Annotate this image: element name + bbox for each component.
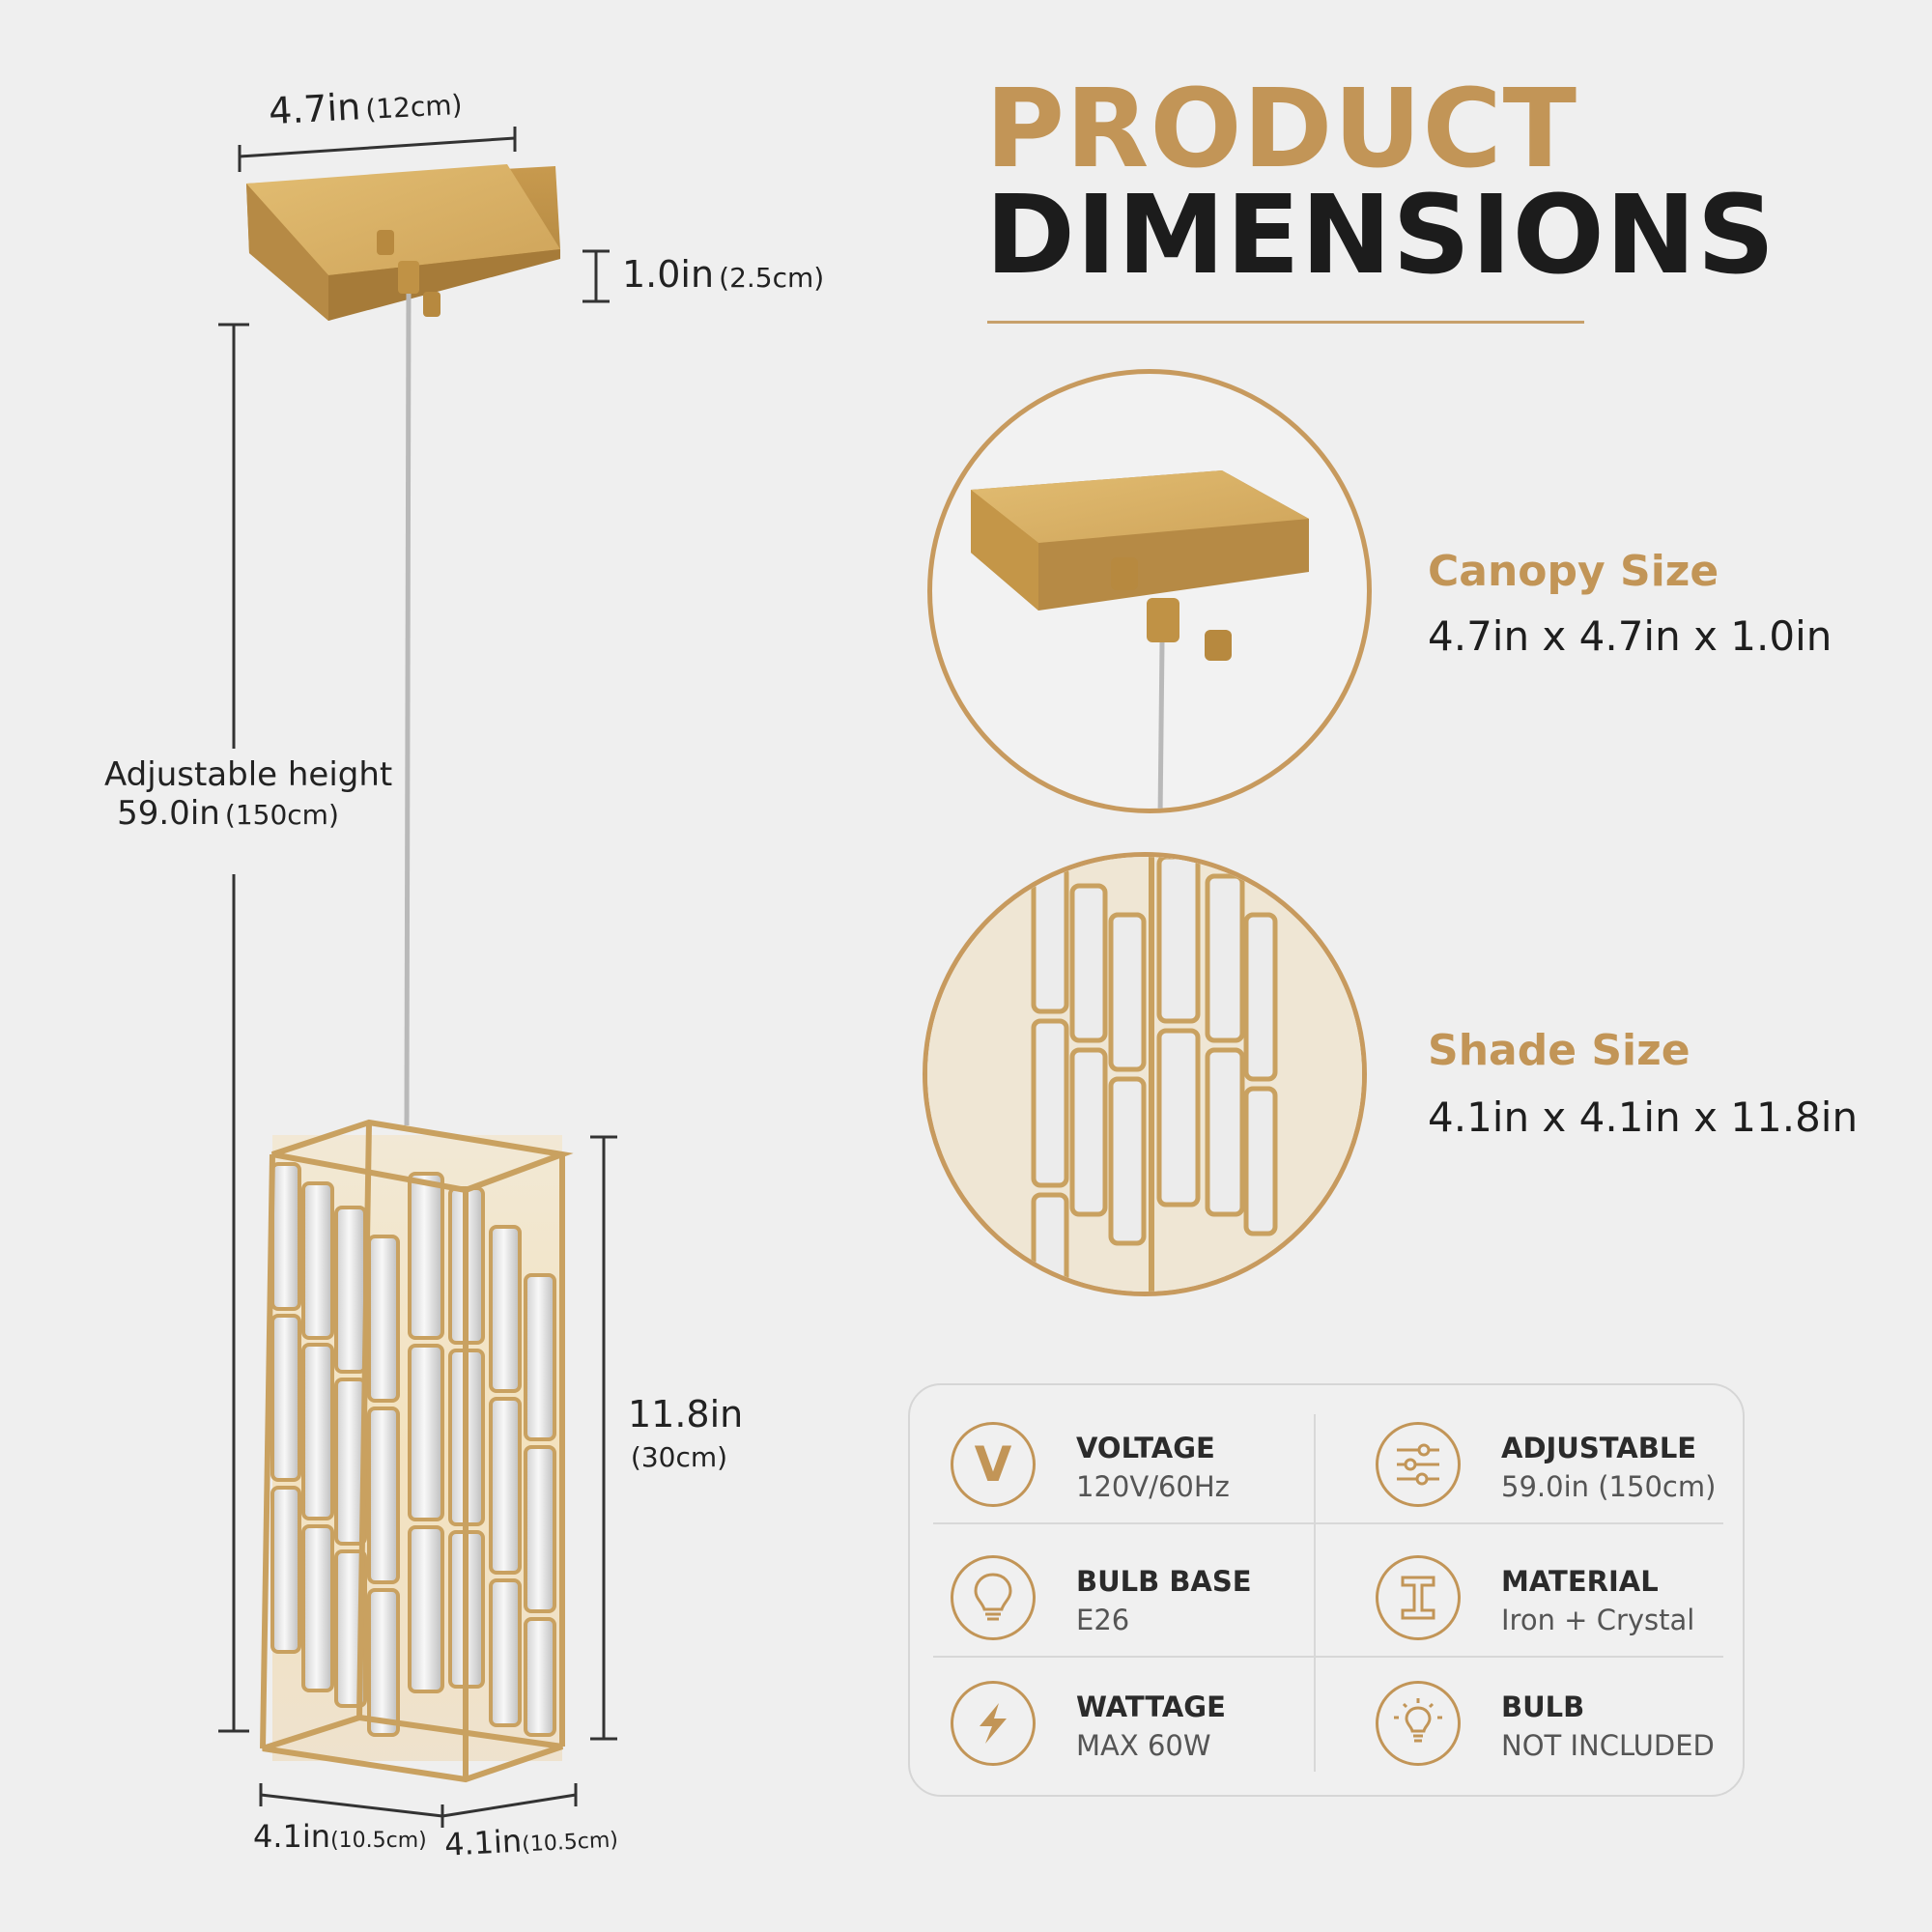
spec-voltage: V VOLTAGE 120V/60Hz [910, 1408, 1306, 1524]
title-product: PRODUCT [985, 67, 1578, 192]
spec-label: MATERIAL [1501, 1565, 1659, 1598]
spec-label: ADJUSTABLE [1501, 1432, 1697, 1464]
voltage-icon: V [951, 1422, 1036, 1507]
bulb-glow-icon [1376, 1681, 1461, 1766]
shade-width-label: 4.1in(10.5cm) [253, 1818, 427, 1855]
spec-adjustable: ADJUSTABLE 59.0in (150cm) [1335, 1408, 1731, 1524]
adjustable-height-label: Adjustable height 59.0in (150cm) [104, 755, 393, 833]
sliders-icon [1376, 1422, 1461, 1507]
spec-value: 120V/60Hz [1076, 1470, 1230, 1503]
shade-size-value: 4.1in x 4.1in x 11.8in [1428, 1094, 1859, 1141]
spec-value: NOT INCLUDED [1501, 1729, 1715, 1762]
spec-wattage: WATTAGE MAX 60W [910, 1667, 1306, 1783]
shade-height-label: 11.8in (30cm) [628, 1393, 744, 1473]
spec-panel: V VOLTAGE 120V/60Hz ADJUSTABLE 59.0in (1… [908, 1383, 1745, 1797]
shade-shape [260, 1119, 574, 1783]
spec-label: BULB BASE [1076, 1565, 1252, 1598]
spec-material: MATERIAL Iron + Crystal [1335, 1542, 1731, 1658]
lightning-icon [951, 1681, 1036, 1766]
canopy-detail-image [927, 369, 1372, 813]
suspension-cord [404, 293, 412, 1126]
spec-label: VOLTAGE [1076, 1432, 1215, 1464]
shade-detail-image [923, 852, 1367, 1296]
shade-size-title: Shade Size [1428, 1026, 1690, 1075]
i-beam-icon [1376, 1555, 1461, 1640]
title-dimensions: DIMENSIONS [985, 173, 1776, 298]
spec-divider-2 [933, 1656, 1723, 1658]
spec-value: E26 [1076, 1604, 1130, 1636]
spec-value: MAX 60W [1076, 1729, 1211, 1762]
canopy-height-label: 1.0in (2.5cm) [622, 253, 825, 296]
lamp-illustration [218, 127, 617, 1828]
spec-label: WATTAGE [1076, 1690, 1226, 1723]
bulb-icon [951, 1555, 1036, 1640]
spec-value: 59.0in (150cm) [1501, 1470, 1717, 1503]
canopy-shape [246, 164, 560, 321]
spec-bulb: BULB NOT INCLUDED [1335, 1667, 1731, 1783]
spec-bulb-base: BULB BASE E26 [910, 1542, 1306, 1658]
spec-divider-1 [933, 1522, 1723, 1524]
canopy-size-title: Canopy Size [1428, 547, 1719, 596]
dimension-lines [218, 127, 617, 1828]
spec-value: Iron + Crystal [1501, 1604, 1695, 1636]
title-divider [987, 321, 1584, 324]
canopy-size-value: 4.7in x 4.7in x 1.0in [1428, 612, 1833, 660]
spec-divider-vertical [1314, 1414, 1316, 1772]
spec-label: BULB [1501, 1690, 1585, 1723]
